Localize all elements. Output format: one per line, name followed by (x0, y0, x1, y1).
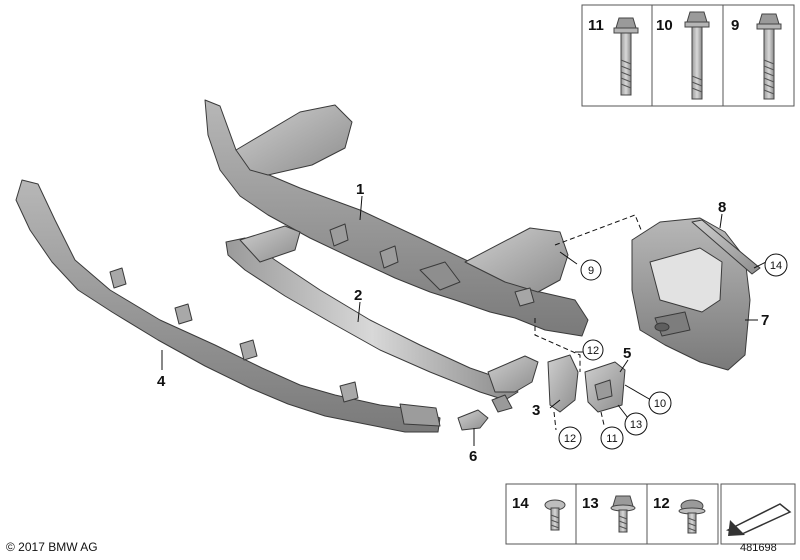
assembly-line-12b (553, 411, 557, 431)
callout-circle-14: 14 (764, 253, 788, 277)
screw-icon-13 (610, 495, 636, 533)
leader-3 (549, 399, 561, 409)
svg-text:9: 9 (588, 265, 594, 277)
svg-text:11: 11 (606, 433, 617, 445)
leader-1 (359, 195, 363, 221)
part-1-carrier (204, 99, 589, 337)
fastener-bottom-label-12: 12 (653, 495, 670, 512)
fastener-bottom-label-13: 13 (582, 495, 599, 512)
fastener-top-label-9: 9 (731, 17, 739, 34)
label-part-8: 8 (718, 199, 726, 216)
direction-arrow-icon (720, 483, 796, 545)
leader-10 (624, 384, 652, 401)
label-part-6: 6 (469, 448, 477, 465)
leader-14 (753, 261, 767, 269)
label-part-3: 3 (532, 402, 540, 419)
svg-text:14: 14 (770, 260, 782, 272)
part-4-lower-carrier (15, 179, 441, 433)
label-part-7: 7 (761, 312, 769, 329)
callout-circle-11: 11 (600, 426, 624, 450)
part-7-holder (631, 217, 751, 371)
leader-5 (619, 359, 629, 373)
diagram-number: 481698 (740, 542, 777, 554)
fastener-box-bottom: 14 13 12 (505, 483, 719, 545)
label-part-4: 4 (157, 373, 166, 390)
copyright-notice: © 2017 BMW AG (6, 540, 98, 554)
fastener-top-label-10: 10 (656, 17, 673, 34)
leader-9 (559, 251, 578, 265)
bolt-icon-9 (756, 13, 782, 100)
callout-circle-12a: 12 (582, 339, 604, 361)
fastener-box-top: 11 10 9 (581, 4, 795, 107)
label-part-5: 5 (623, 345, 631, 362)
callout-circle-12b: 12 (558, 426, 582, 450)
svg-text:10: 10 (654, 398, 666, 410)
bolt-icon-10 (684, 11, 710, 100)
callout-circle-9: 9 (580, 259, 602, 281)
svg-text:13: 13 (630, 419, 642, 431)
bolt-icon-11 (613, 17, 639, 96)
callout-circle-13: 13 (624, 412, 648, 436)
part-2-bumper-beam (225, 225, 539, 413)
fastener-top-label-11: 11 (588, 17, 604, 34)
screw-icon-14 (544, 499, 566, 531)
label-part-2: 2 (354, 287, 362, 304)
screw-icon-12 (678, 499, 706, 534)
leader-2 (357, 301, 361, 323)
part-3-bracket (547, 354, 579, 413)
part-5-bracket (584, 361, 626, 413)
part-8-strip (691, 219, 761, 275)
assembly-line-11 (600, 411, 605, 426)
svg-text:12: 12 (564, 433, 576, 445)
leader-13 (617, 404, 629, 419)
part-6-bracket (457, 409, 489, 431)
leader-8 (719, 213, 723, 229)
callout-circle-10: 10 (648, 391, 672, 415)
svg-text:12: 12 (587, 345, 599, 357)
assembly-line-3 (534, 318, 581, 372)
label-part-1: 1 (356, 181, 364, 198)
assembly-line-7 (554, 214, 643, 246)
fastener-bottom-label-14: 14 (512, 495, 529, 512)
